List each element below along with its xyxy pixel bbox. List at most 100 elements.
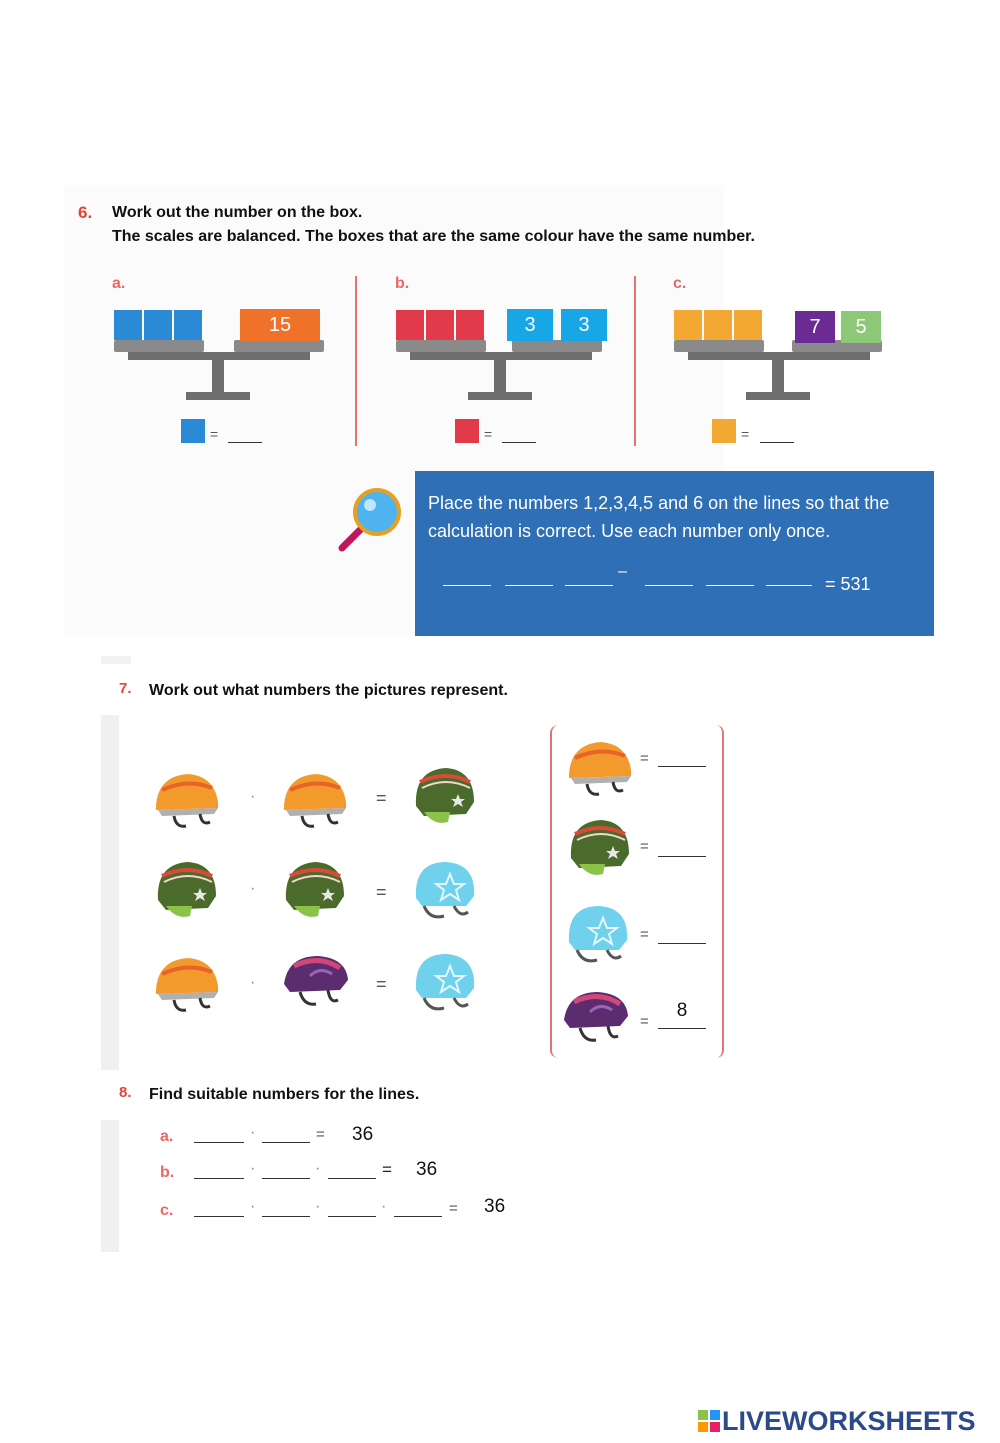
q7-number: 7.: [119, 680, 132, 697]
q8b-line-3[interactable]: [328, 1164, 376, 1179]
puzzle-text: Place the numbers 1,2,3,4,5 and 6 on the…: [428, 493, 890, 541]
q6c-answer-line[interactable]: [760, 428, 794, 443]
q8a-result: 36: [352, 1124, 374, 1145]
purple-helmet-icon: [280, 948, 354, 1012]
puzzle-line-3[interactable]: [565, 571, 613, 586]
q6-number: 6.: [78, 203, 93, 222]
magnifier-icon: [338, 488, 401, 552]
q6a-key-box: [181, 419, 205, 443]
times-dot: ·: [250, 1198, 256, 1215]
q6b-value-box-2: 3: [561, 309, 607, 341]
q8c-line-1[interactable]: [194, 1202, 244, 1217]
divider: [634, 276, 636, 446]
orange-helmet-icon: [282, 772, 348, 829]
q6a-label: a.: [112, 275, 126, 292]
q6c-value-box-1: 7: [795, 311, 835, 343]
q6b-key-box: [455, 419, 479, 443]
q6b-equals: =: [484, 426, 493, 442]
times-dot: ·: [250, 788, 256, 805]
q6a-scale: [114, 310, 324, 400]
equals-sign: =: [640, 838, 649, 855]
q7-title: Work out what numbers the pictures repre…: [149, 682, 508, 699]
q6c-scale: [674, 310, 882, 400]
times-dot: ·: [250, 880, 256, 897]
q6a-answer-line[interactable]: [228, 428, 262, 443]
decor: [101, 715, 119, 1070]
green-helmet-icon: [283, 860, 346, 919]
equals-sign: =: [449, 1200, 458, 1217]
q6a-box-2: [144, 310, 172, 340]
q8b-label: b.: [160, 1164, 175, 1181]
q8b-line-1[interactable]: [194, 1164, 244, 1179]
blue-answer-line[interactable]: [658, 929, 706, 944]
q6b-label: b.: [395, 275, 410, 292]
blue-helmet-icon: [414, 952, 476, 1011]
q8b-result: 36: [416, 1159, 438, 1180]
puzzle-line-5[interactable]: [706, 571, 754, 586]
decor: [101, 1120, 119, 1252]
times-dot: ·: [381, 1198, 387, 1215]
orange-helmet-icon: [567, 740, 633, 797]
equals-sign: =: [640, 750, 649, 767]
puzzle-line-6[interactable]: [766, 571, 812, 586]
q8a-line-2[interactable]: [262, 1128, 310, 1143]
equals-sign: =: [376, 788, 387, 808]
times-dot: ·: [315, 1198, 321, 1215]
orange-helmet-icon: [154, 956, 220, 1013]
times-dot: ·: [250, 1160, 256, 1177]
q6c-label: c.: [673, 275, 687, 292]
purple-helmet-icon: [560, 984, 634, 1048]
equals-sign: =: [316, 1126, 325, 1143]
times-dot: ·: [315, 1160, 321, 1177]
orange-answer-line[interactable]: [658, 752, 706, 767]
blue-helmet-icon: [414, 860, 476, 919]
q6a-box-3: [174, 310, 202, 340]
q6-title: Work out the number on the box.: [112, 204, 363, 221]
puzzle-line-2[interactable]: [505, 571, 553, 586]
q6a-value-box: 15: [240, 309, 320, 341]
q8c-line-3[interactable]: [328, 1202, 376, 1217]
q8a-line-1[interactable]: [194, 1128, 244, 1143]
times-dot: ·: [250, 974, 256, 991]
equals-sign: =: [640, 926, 649, 943]
puzzle-panel: Place the numbers 1,2,3,4,5 and 6 on the…: [415, 471, 934, 636]
puzzle-line-4[interactable]: [645, 571, 693, 586]
equals-sign: =: [382, 1160, 392, 1179]
q8b-line-2[interactable]: [262, 1164, 310, 1179]
brand-logo-icon: [698, 1410, 720, 1432]
puzzle-result: = 531: [825, 574, 871, 594]
q6a-equals: =: [210, 426, 219, 442]
brand-name: LIVEWORKSHEETS: [722, 1406, 976, 1436]
orange-helmet-icon: [154, 772, 220, 829]
q8-number: 8.: [119, 1084, 132, 1101]
equals-sign: =: [376, 882, 387, 902]
q6-subtitle: The scales are balanced. The boxes that …: [112, 228, 755, 245]
q8c-line-2[interactable]: [262, 1202, 310, 1217]
q7-answer-box: [550, 725, 724, 1058]
divider: [355, 276, 357, 446]
q6b-answer-line[interactable]: [502, 428, 536, 443]
blue-helmet-icon: [567, 904, 629, 963]
times-dot: ·: [250, 1124, 256, 1141]
q8-title: Find suitable numbers for the lines.: [149, 1086, 420, 1103]
equals-sign: =: [376, 974, 387, 994]
q6b-value-box-1: 3: [507, 309, 553, 341]
green-answer-line[interactable]: [658, 842, 706, 857]
q6a-box-1: [114, 310, 142, 340]
puzzle-minus: –: [618, 563, 627, 580]
q8c-line-4[interactable]: [394, 1202, 442, 1217]
q6c-key-box: [712, 419, 736, 443]
green-helmet-icon: [568, 818, 631, 877]
q6c-value-box-2: 5: [841, 311, 881, 343]
purple-answer-line[interactable]: 8: [658, 1000, 706, 1029]
decor: [101, 656, 131, 664]
q6c-equals: =: [741, 426, 750, 442]
q8c-label: c.: [160, 1202, 174, 1219]
q8a-label: a.: [160, 1128, 174, 1145]
q6b-scale: [396, 310, 602, 400]
green-helmet-icon: [413, 766, 476, 825]
puzzle-line-1[interactable]: [443, 571, 491, 586]
q8c-result: 36: [484, 1196, 506, 1217]
green-helmet-icon: [155, 860, 218, 919]
equals-sign: =: [640, 1013, 649, 1030]
